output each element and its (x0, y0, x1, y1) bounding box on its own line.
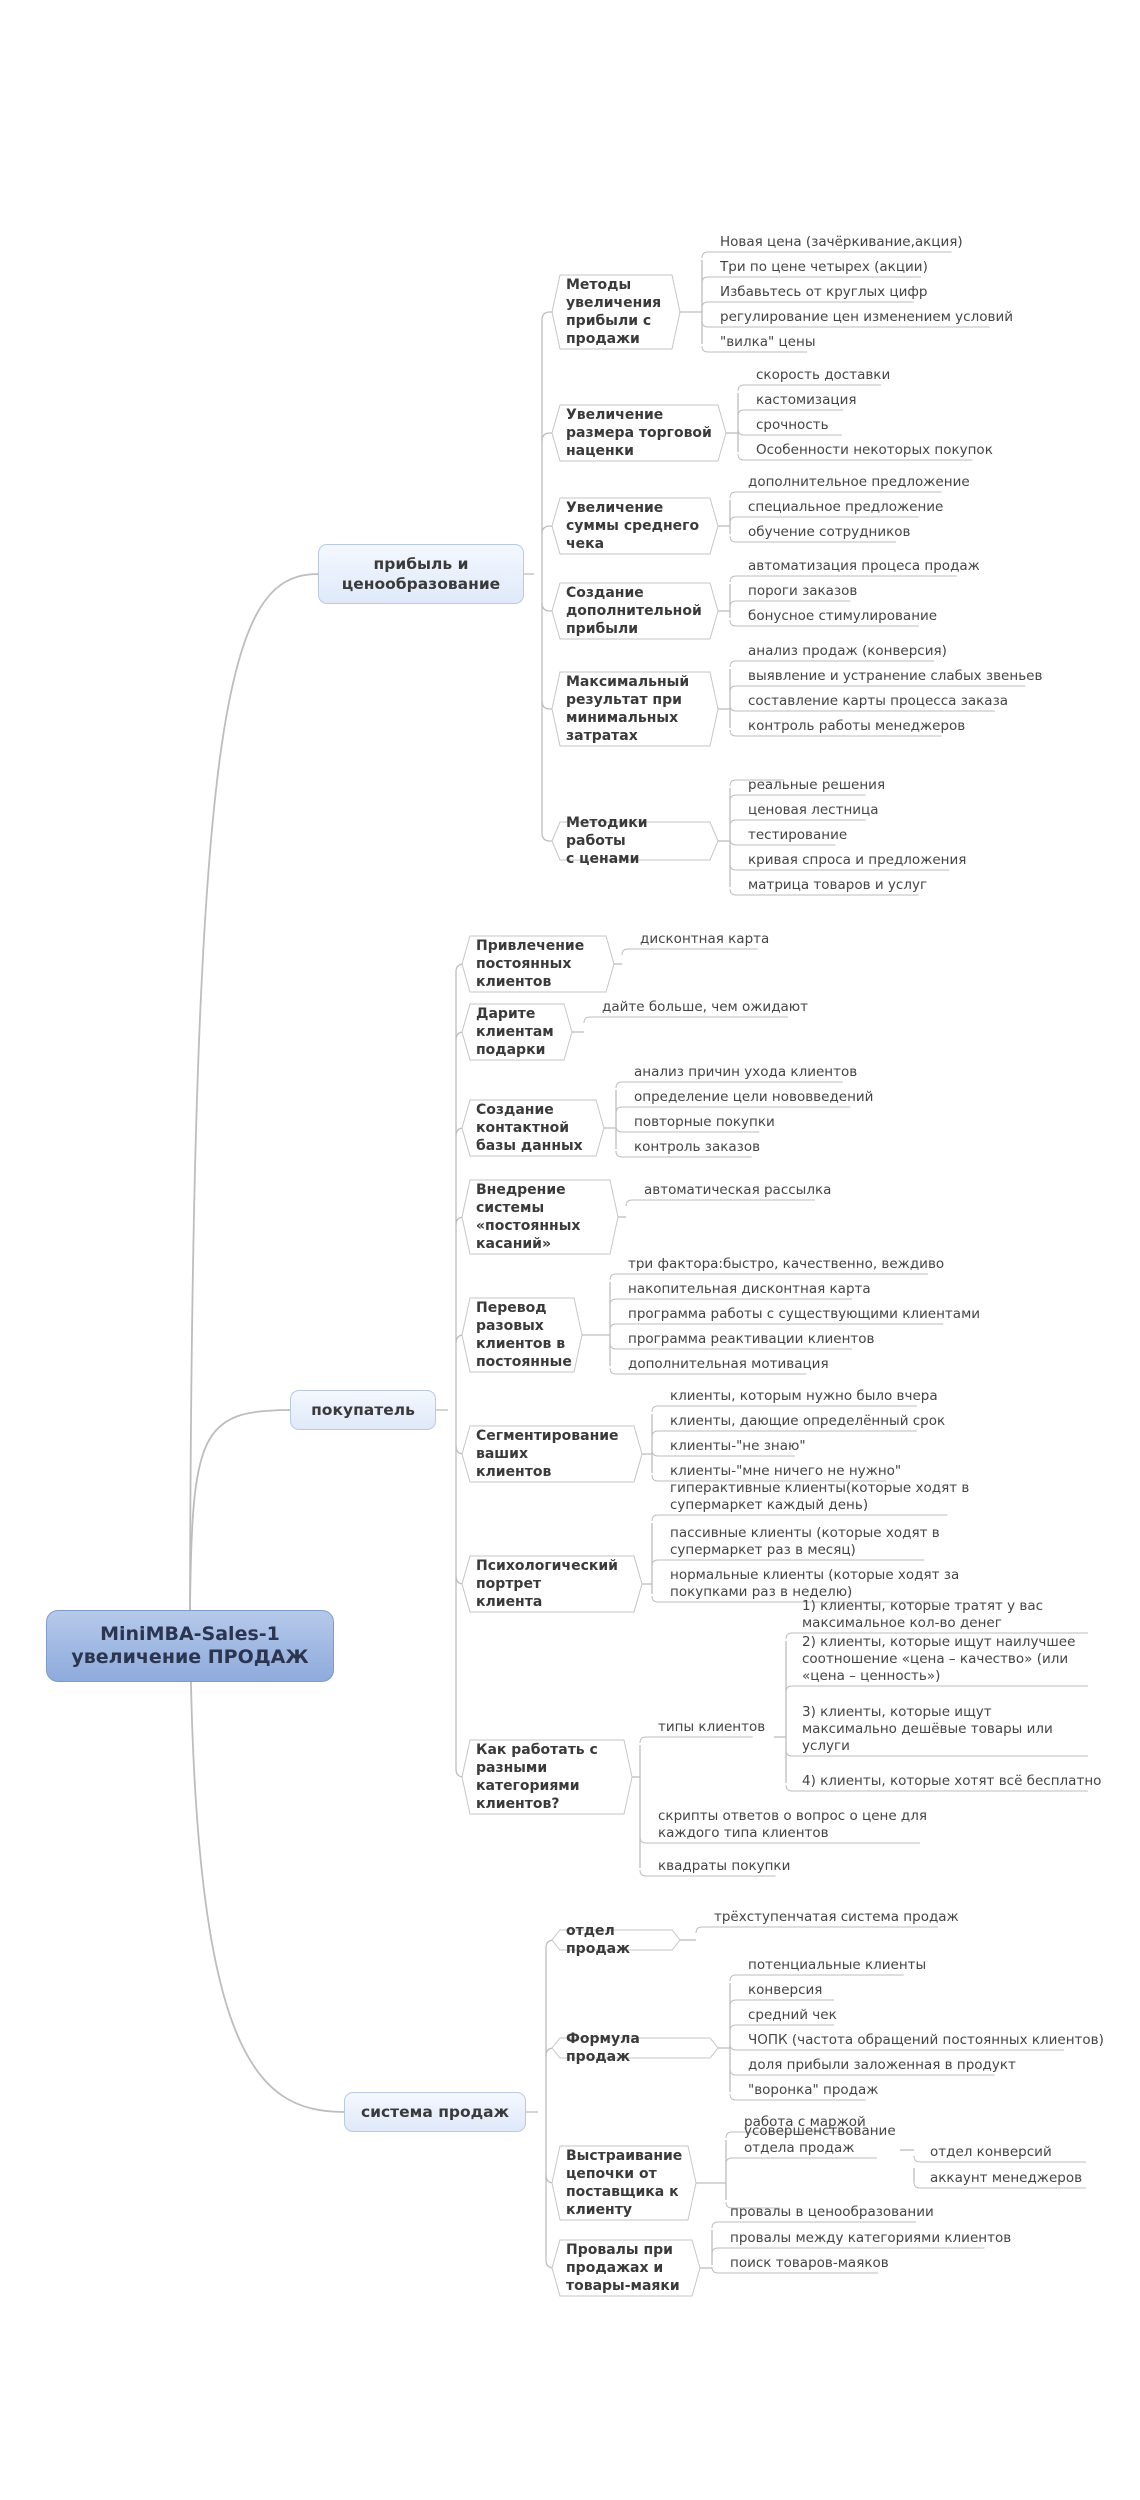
branch-1[interactable]: покупатель (290, 1390, 436, 1430)
branch-1-topic-1[interactable]: Дарите клиентам подарки (476, 1006, 554, 1058)
branch-1-topic-5[interactable]: Сегментирование ваших клиентов (476, 1428, 619, 1480)
branch-0-topic-0-leaf-4: "вилка" цены (720, 334, 816, 350)
branch-1-topic-0-leaf-0: дисконтная карта (640, 931, 770, 947)
branch-1-topic-6-leaf-0: гиперактивные клиенты(которые ходят в су… (670, 1480, 970, 1513)
branch-0-topic-3-leaf-2: бонусное стимулирование (748, 608, 938, 624)
central-topic[interactable]: MiniMBA-Sales-1 увеличение ПРОДАЖ (46, 1610, 334, 1682)
branch-0-topic-3-leaf-1: пороги заказов (748, 583, 858, 599)
branch-1-topic-4-leaf-0: три фактора:быстро, качественно, веждиво (628, 1256, 945, 1272)
branch-1-topic-2-leaf-3: контроль заказов (634, 1139, 761, 1155)
client-type-2: 3) клиенты, которые ищут максимально деш… (802, 1704, 1053, 1754)
branch-1-topic-0[interactable]: Привлечение постоянных клиентов (476, 938, 585, 990)
branch-0-topic-2[interactable]: Увеличение суммы среднего чека (566, 500, 700, 552)
branch-2-topic-2-leaf-1: усовершенствование отдела продаж (744, 2123, 896, 2156)
branch-2-topic-1-leaf-0: потенциальные клиенты (748, 1957, 927, 1973)
branch-1-topic-4-leaf-3: программа реактивации клиентов (628, 1331, 875, 1347)
branch-2-topic-1[interactable]: Формула продаж (566, 2031, 640, 2065)
branch-0-topic-5-leaf-3: тестирование (748, 827, 848, 843)
branch-0-topic-4-leaf-0: анализ продаж (конверсия) (748, 643, 947, 659)
branch-2-topic-3-leaf-1: провалы между категориями клиентов (730, 2230, 1012, 2246)
branch-1-topic-5-leaf-0: клиенты, которым нужно было вчера (670, 1388, 938, 1404)
branch-0-topic-0-leaf-0: Новая цена (зачёркивание,акция) (720, 234, 963, 250)
branch-1-topic-6-leaf-1: пассивные клиенты (которые ходят в супер… (670, 1525, 940, 1558)
branch-2-topic-2[interactable]: Выстраивание цепочки от поставщика к кли… (566, 2148, 683, 2218)
branch-2-topic-3-leaf-0: провалы в ценообразовании (730, 2204, 934, 2220)
branch-0-topic-1[interactable]: Увеличение размера торговой наценки (566, 407, 712, 459)
branch-0-topic-4-leaf-2: составление карты процесса заказа (748, 693, 1009, 709)
branch-0-topic-1-leaf-1: кастомизация (756, 392, 857, 408)
branch-2-topic-2-leaf-0: работа с маржой (744, 2114, 866, 2130)
branch-1-topic-6[interactable]: Психологический портрет клиента (476, 1558, 618, 1610)
branch-2-topic-1-leaf-5: "воронка" продаж (748, 2082, 879, 2098)
branch-1-topic-1-leaf-0: дайте больше, чем ожидают (602, 999, 809, 1015)
branch-1-topic-4-leaf-2: программа работы с существующими клиента… (628, 1306, 981, 1322)
branch-0-topic-0[interactable]: Методы увеличения прибыли с продажи (566, 277, 662, 347)
branch-1-topic-5-leaf-1: клиенты, дающие определённый срок (670, 1413, 946, 1429)
branch-1-topic-7-leaf-0: типы клиентов (658, 1719, 766, 1735)
branch-0-topic-5[interactable]: Методики работы с ценами (566, 815, 648, 867)
branch-0-topic-2-leaf-2: обучение сотрудников (748, 524, 911, 540)
branch-0-topic-3-leaf-0: автоматизация процеса продаж (748, 558, 980, 574)
branch-2-topic-0[interactable]: отдел продаж (566, 1923, 630, 1957)
branch-2-topic-0-leaf-0: трёхступенчатая система продаж (714, 1909, 959, 1925)
branch-0-topic-2-leaf-1: специальное предложение (748, 499, 944, 515)
branch-1-topic-2-leaf-2: повторные покупки (634, 1114, 775, 1130)
branch-2-topic-3[interactable]: Провалы при продажах и товары-маяки (566, 2242, 680, 2294)
branch-2[interactable]: система продаж (344, 2092, 526, 2132)
branch-2-topic-1-leaf-2: средний чек (748, 2007, 837, 2023)
branch-0-topic-5-leaf-2: ценовая лестница (748, 802, 879, 818)
branch-0[interactable]: прибыль и ценообразование (318, 544, 524, 604)
branch-2-topic-3-leaf-2: поиск товаров-маяков (730, 2255, 889, 2271)
branch-1-topic-5-leaf-2: клиенты-"не знаю" (670, 1438, 806, 1454)
branch-0-topic-1-leaf-0: скорость доставки (756, 367, 891, 383)
branch-0-topic-0-leaf-2: Избавьтесь от круглых цифр (720, 284, 928, 300)
branch-1-topic-4-leaf-4: дополнительная мотивация (628, 1356, 829, 1372)
branch-0-topic-5-leaf-5: матрица товаров и услуг (748, 877, 928, 893)
branch-1-topic-7[interactable]: Как работать с разными категориями клиен… (476, 1742, 598, 1812)
branch-1-topic-4-leaf-1: накопительная дисконтная карта (628, 1281, 871, 1297)
branch-2-topic-1-leaf-3: ЧОПК (частота обращений постоянных клиен… (748, 2032, 1104, 2048)
sales-dept-leaf-0: отдел конверсий (930, 2144, 1052, 2160)
branch-1-topic-3[interactable]: Внедрение системы «постоянных касаний» (476, 1182, 581, 1252)
branch-2-topic-1-leaf-4: доля прибыли заложенная в продукт (748, 2057, 1016, 2073)
branch-0-topic-2-leaf-0: дополнительное предложение (748, 474, 970, 490)
branch-0-topic-0-leaf-3: регулирование цен изменением условий (720, 309, 1013, 325)
branch-1-topic-2-leaf-1: определение цели нововведений (634, 1089, 874, 1105)
branch-1-topic-2-leaf-0: анализ причин ухода клиентов (634, 1064, 858, 1080)
branch-1-topic-5-leaf-3: клиенты-"мне ничего не нужно" (670, 1463, 902, 1479)
client-type-3: 4) клиенты, которые хотят всё бесплатно (802, 1773, 1102, 1789)
branch-0-topic-1-leaf-3: Особенности некоторых покупок (756, 442, 993, 458)
branch-0-topic-5-leaf-4: кривая спроса и предложения (748, 852, 967, 868)
branch-0-topic-1-leaf-2: срочность (756, 417, 829, 433)
branch-1-topic-3-leaf-0: автоматическая рассылка (644, 1182, 832, 1198)
branch-1-topic-2[interactable]: Создание контактной базы данных (476, 1102, 583, 1154)
branch-2-topic-1-leaf-1: конверсия (748, 1982, 823, 1998)
branch-0-topic-0-leaf-1: Три по цене четырех (акции) (720, 259, 928, 275)
branch-1-topic-6-leaf-2: нормальные клиенты (которые ходят за пок… (670, 1567, 960, 1600)
sales-dept-leaf-1: аккаунт менеджеров (930, 2170, 1083, 2186)
branch-0-topic-4-leaf-1: выявление и устранение слабых звеньев (748, 668, 1043, 684)
branch-0-topic-4-leaf-3: контроль работы менеджеров (748, 718, 966, 734)
branch-0-topic-5-leaf-1: реальные решения (748, 777, 886, 793)
branch-1-topic-7-leaf-2: квадраты покупки (658, 1858, 791, 1874)
branch-0-topic-4[interactable]: Максимальный результат при минимальных з… (566, 674, 690, 744)
client-type-1: 2) клиенты, которые ищут наилучшее соотн… (802, 1634, 1076, 1684)
client-type-0: 1) клиенты, которые тратят у вас максима… (802, 1598, 1044, 1631)
branch-1-topic-4[interactable]: Перевод разовых клиентов в постоянные (476, 1300, 572, 1370)
branch-1-topic-7-leaf-1: скрипты ответов о вопрос о цене для кажд… (658, 1808, 928, 1841)
branch-0-topic-3[interactable]: Создание дополнительной прибыли (566, 585, 702, 637)
